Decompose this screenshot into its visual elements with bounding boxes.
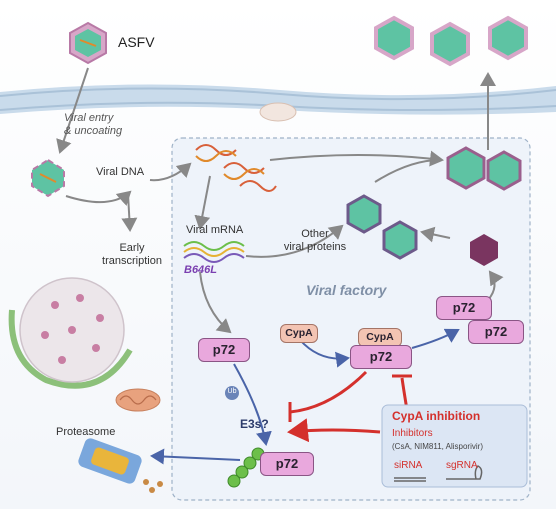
sgrna-icon [446,465,483,480]
mitochondrion-icon [115,102,297,412]
nucleus-icon [8,277,133,389]
viral-dna-label: Viral DNA [96,166,145,178]
other-proteins-label: Other viral proteins [283,228,347,253]
viral-mrna-icon [183,241,245,263]
e3s-label: E3s? [240,417,269,431]
sirna-label: siRNA [394,460,423,471]
asfv-label: ASFV [118,34,155,50]
proteasome-label: Proteasome [56,426,116,438]
viral-entry-label: Viral entry & uncoating [64,112,123,137]
viral-factory-label: Viral factory [306,282,387,298]
viral-dna-icon [195,144,277,192]
plasma-membrane [0,84,556,115]
cypa-box-free: CypA [280,324,318,343]
sirna-icon [394,477,426,482]
inhibitors-list: (CsA, NIM811, Alisporivir) [392,442,483,451]
p72-box-stabilized: p72 [350,345,412,369]
inhibitors-label: Inhibitors [392,428,433,439]
cypa-inhibition-panel [381,404,528,488]
uncoating-virion-icon [31,158,65,198]
proteasome-icon [78,438,163,493]
p72-box-trimer-bottom: p72 [468,320,524,344]
released-virions-icon [374,15,528,67]
p72-box-trimer-top: p72 [436,296,492,320]
ub-token-icon [225,386,239,400]
blue-arrows [150,328,460,465]
progeny-virions-icon [346,146,522,266]
p72-box-newly-translated: p72 [198,338,250,362]
cypa-inhibition-title: CypA inhibition [392,409,481,423]
b646l-label: B646L [184,264,218,276]
sgrna-label: sgRNA [446,460,478,471]
p72-box-ubiquitinated: p72 [260,452,314,476]
cypa-box-bound: CypA [358,328,402,347]
early-transcription-label: Early transcription [102,242,162,267]
ub-token-label: Ub [227,388,237,395]
flow-arrows [56,67,504,334]
asfv-virion-icon [69,21,107,65]
viral-mrna-label: Viral mRNA [186,224,244,236]
